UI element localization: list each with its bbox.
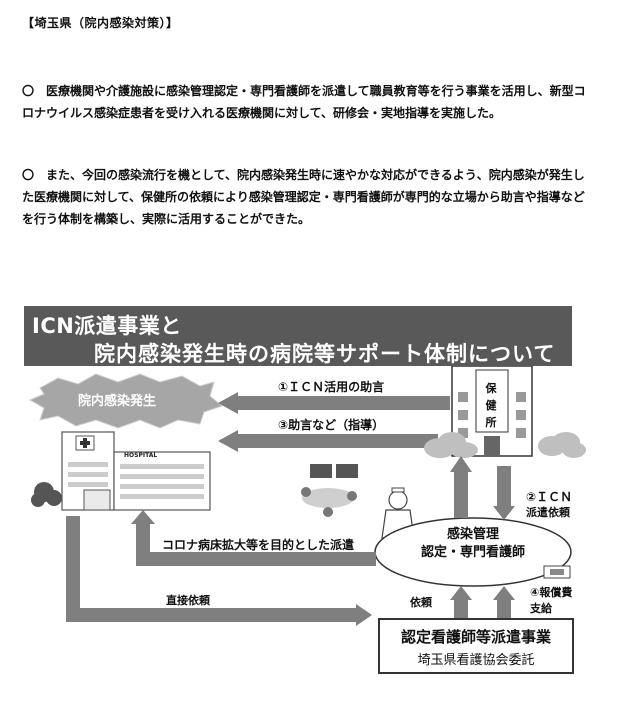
health-center-char: 健 [485,399,497,412]
hospital-building-icon [61,431,211,511]
nurse-label-line2: 認定・専門看護師 [420,545,525,560]
arrow-dispatch-label-line2: 派遣依頼 [526,506,570,519]
diagram-title-banner: ICN派遣事業と 院内感染発生時の病院等サポート体制について [24,306,572,366]
paragraph-text: 医療機関や介護施設に感染管理認定・専門看護師を派遣して職員教育等を行う事業を活用… [22,84,586,120]
outbreak-label: 院内感染発生 [78,394,157,409]
arrow-dispatch-label-line1: ②ＩＣＮ [526,490,573,504]
hospital-sign: HOSPITAL [124,452,158,459]
arrow-nurse-to-health-center [450,456,472,518]
arrow-icn-dispatch-request [493,466,515,520]
nurse-label-line1: 感染管理 [446,527,499,542]
arrow-direct-request [66,516,372,626]
health-center-label: 保 健 所 [484,380,498,431]
arrow-request-to-nurse [450,586,472,618]
health-center-building-icon [451,366,533,457]
org-subtitle: 埼玉県看護協会委託 [417,653,535,668]
cloud-icon [424,432,478,458]
arrow-reward [493,586,515,618]
health-center-char: 保 [485,382,497,395]
banner-line-2: 院内感染発生時の病院等サポート体制について [94,342,556,366]
dispatch-organization-box: 認定看護師等派遣事業 埼玉県看護協会委託 [378,618,574,674]
nurse-ellipse-label: 感染管理 認定・専門看護師 [373,526,573,562]
tree-icon [31,482,62,507]
outbreak-burst-shape [28,373,224,429]
arrow-icn-advice-label: ①ＩＣＮ活用の助言 [278,380,385,394]
reward-label-line2: 支給 [530,602,552,615]
arrow-corona-dispatch [131,510,376,566]
bullet-marker: 〇 [22,84,35,98]
money-icon [543,565,571,579]
reward-label-line1: ④報償費 [530,586,573,599]
arrow-icn-advice [218,392,450,414]
bullet-marker: 〇 [22,168,35,182]
paragraph-text: また、今回の感染流行を機として、院内感染発生時に速やかな対応ができるよう、院内感… [22,168,585,226]
org-title: 認定看護師等派遣事業 [400,628,551,646]
request-label: 依頼 [410,596,432,609]
support-system-diagram: 院内感染発生 ①ＩＣＮ活用の助言 ③助言など（指導） 保 健 所 HOSPITA… [0,366,618,716]
direct-request-label: 直接依頼 [166,594,210,607]
page-heading: 【埼玉県（院内感染対策）】 [22,16,179,30]
paragraph-2: 〇 また、今回の感染流行を機として、院内感染発生時に速やかな対応ができるよう、院… [22,164,594,230]
cloud-icon [538,432,586,458]
arrow-guidance [218,430,438,452]
diagram-graphics [28,366,586,626]
health-center-char: 所 [485,416,497,429]
paragraph-1: 〇 医療機関や介護施設に感染管理認定・専門看護師を派遣して職員教育等を行う事業を… [22,80,594,124]
banner-line-1: ICN派遣事業と [32,314,182,338]
meeting-scene-icon [301,464,358,517]
corona-dispatch-label: コロナ病床拡大等を目的とした派遣 [162,538,355,552]
arrow-guidance-label: ③助言など（指導） [278,418,385,432]
